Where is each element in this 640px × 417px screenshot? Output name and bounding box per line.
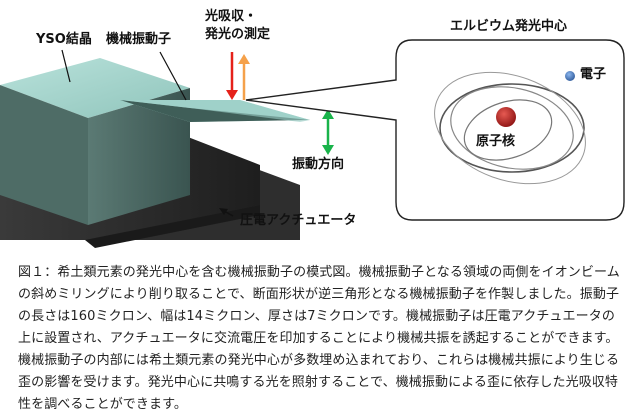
label-piezo: 圧電アクチュエータ xyxy=(240,213,356,228)
resonator-pointer-line xyxy=(159,51,187,101)
label-measure-2: 発光の測定 xyxy=(204,26,270,42)
inset-title: エルビウム発光中心 xyxy=(450,18,567,34)
vibration-arrow xyxy=(322,109,334,155)
erbium-atom xyxy=(434,71,586,185)
label-resonator: 機械振動子 xyxy=(106,31,171,47)
label-vibration: 振動方向 xyxy=(292,156,344,172)
resonator-diagram: YSO結晶 機械振動子 光吸収・ 発光の測定 振動方向 圧電アクチュエータ エル… xyxy=(0,8,625,248)
yso-pointer-line xyxy=(61,49,71,83)
label-measure-1: 光吸収・ xyxy=(204,8,257,24)
nucleus xyxy=(496,107,516,127)
label-electron: 電子 xyxy=(580,67,606,82)
optical-measurement-arrows xyxy=(226,52,250,100)
label-nucleus: 原子核 xyxy=(476,133,515,149)
figure-caption: 図１：希土類元素の発光中心を含む機械振動子の模式図。機械振動子となる領域の両側を… xyxy=(18,265,620,412)
piezo-pointer-arrow xyxy=(219,208,234,217)
mechanical-resonator-beam xyxy=(120,100,310,122)
electron xyxy=(565,71,575,81)
label-yso: YSO結晶 xyxy=(35,31,92,47)
yso-crystal-block xyxy=(0,58,190,225)
